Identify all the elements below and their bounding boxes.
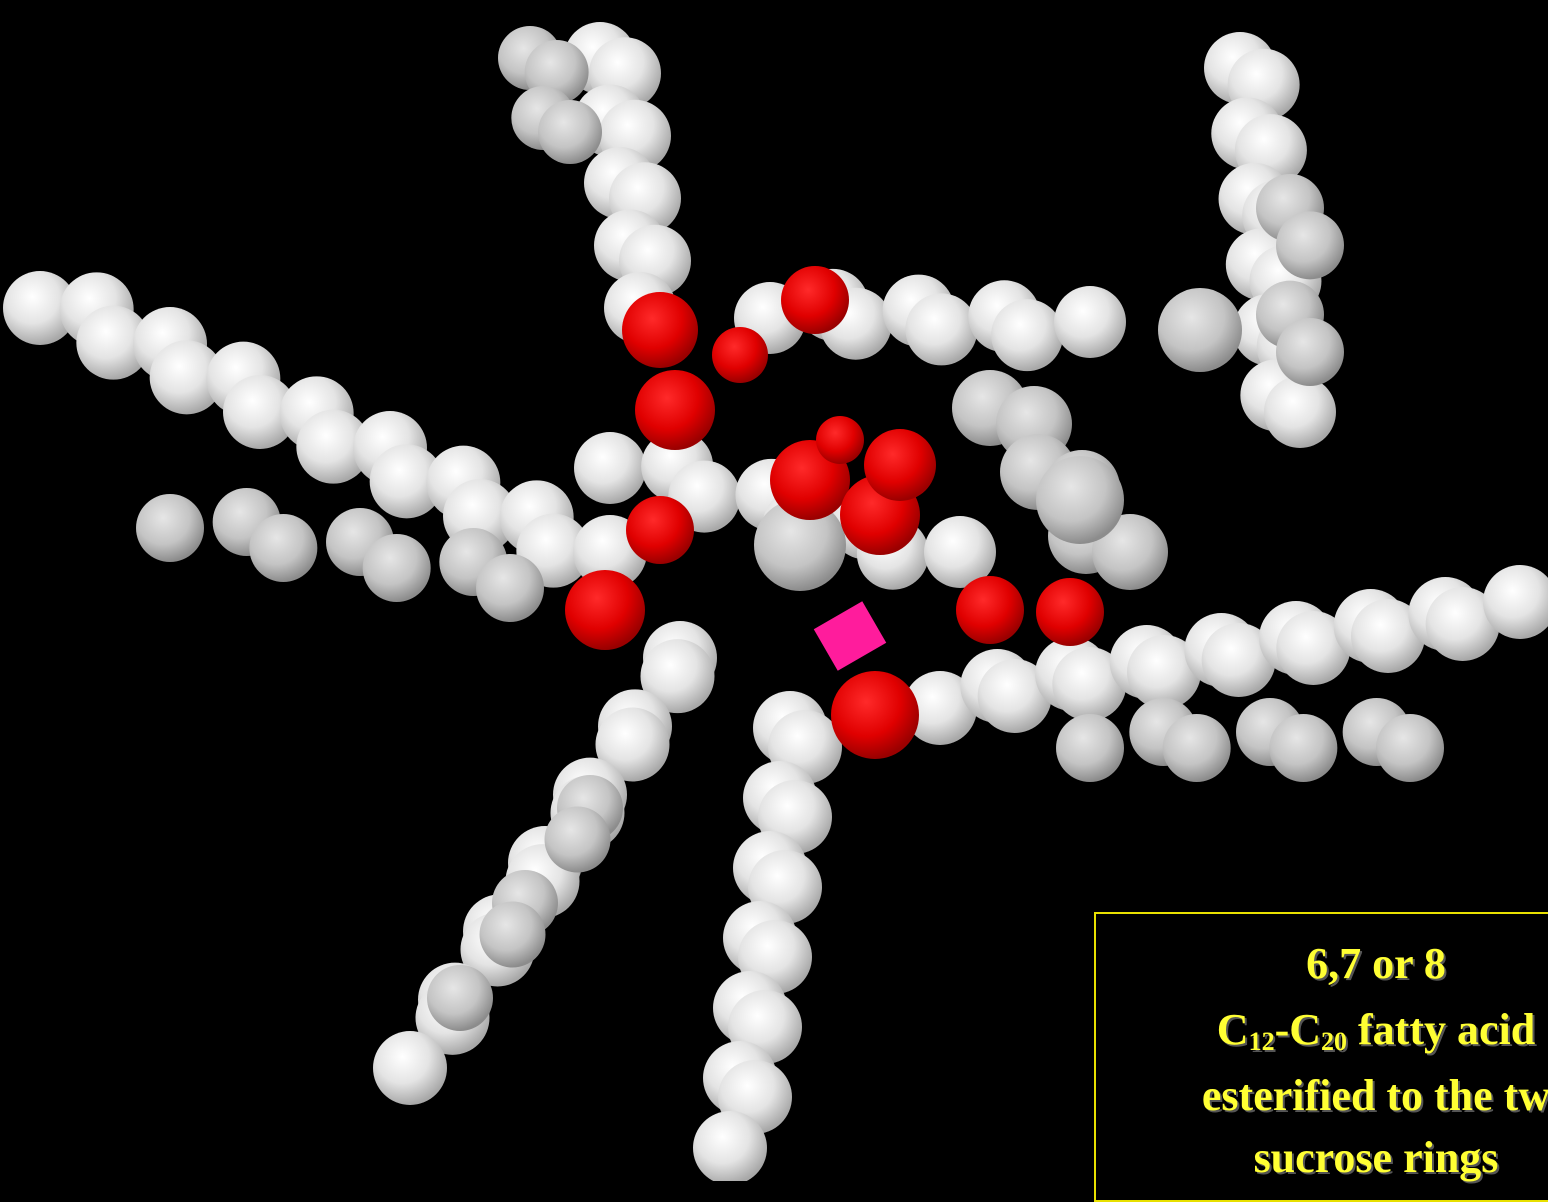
atom-sphere bbox=[223, 375, 297, 449]
atom-sphere bbox=[369, 444, 444, 519]
atom-sphere bbox=[1483, 565, 1548, 639]
atom-sphere bbox=[565, 570, 645, 650]
atom-sphere bbox=[816, 416, 864, 464]
atom-sphere bbox=[1376, 714, 1444, 782]
atom-sphere bbox=[991, 299, 1064, 372]
atom-sphere bbox=[373, 1031, 447, 1105]
atom-sphere bbox=[362, 534, 431, 602]
atom-sphere bbox=[640, 639, 715, 714]
atom-sphere bbox=[1264, 376, 1336, 448]
atom-sphere bbox=[1056, 714, 1124, 782]
caption-line-3: esterified to the tw bbox=[1201, 1071, 1548, 1120]
atom-sphere bbox=[1162, 714, 1231, 782]
atom-sphere bbox=[1351, 599, 1425, 673]
caption-sub-12: 12 bbox=[1248, 1027, 1275, 1056]
atom-sphere bbox=[1276, 611, 1351, 685]
atom-sphere bbox=[754, 499, 846, 591]
atom-sphere bbox=[693, 1111, 767, 1181]
caption-sub-20: 20 bbox=[1321, 1027, 1348, 1056]
atom-sphere bbox=[595, 707, 670, 782]
caption-fatty-acid: fatty acid bbox=[1347, 1005, 1536, 1054]
atom-sphere bbox=[76, 305, 151, 380]
atom-spheres bbox=[3, 22, 1548, 1181]
atom-sphere bbox=[427, 965, 493, 1031]
atom-sphere bbox=[544, 806, 611, 873]
atom-sphere bbox=[831, 671, 919, 759]
atom-sphere bbox=[296, 409, 371, 484]
atom-sphere bbox=[1092, 514, 1168, 590]
atom-sphere bbox=[1036, 456, 1124, 544]
atom-sphere bbox=[1052, 647, 1127, 721]
atom-sphere bbox=[1054, 286, 1126, 358]
atom-sphere bbox=[905, 293, 978, 366]
atom-sphere bbox=[3, 271, 77, 345]
atom-sphere bbox=[712, 327, 768, 383]
atom-sphere bbox=[635, 370, 715, 450]
atom-sphere bbox=[1276, 211, 1344, 280]
atom-sphere bbox=[1425, 587, 1500, 661]
atom-sphere bbox=[924, 516, 996, 588]
caption-box: 6,7 or 8 C12-C20 fatty acid esterified t… bbox=[1094, 912, 1548, 1202]
atom-sphere bbox=[136, 494, 204, 562]
atom-sphere bbox=[956, 576, 1024, 644]
atom-sphere bbox=[249, 514, 318, 582]
atom-sphere bbox=[1158, 288, 1242, 372]
atom-sphere bbox=[538, 100, 602, 164]
atom-sphere bbox=[476, 554, 544, 622]
atom-sphere bbox=[1201, 623, 1276, 697]
highlight-atom bbox=[813, 601, 887, 671]
caption-line-4: sucrose rings bbox=[1253, 1133, 1499, 1182]
atom-sphere bbox=[1036, 578, 1104, 646]
atom-sphere bbox=[1127, 635, 1201, 709]
caption-line-1: 6,7 or 8 bbox=[1306, 939, 1446, 988]
caption-c-label: C bbox=[1216, 1005, 1249, 1054]
atom-sphere bbox=[977, 659, 1052, 733]
atom-sphere bbox=[626, 496, 694, 564]
atom-sphere bbox=[622, 292, 698, 368]
atom-sphere bbox=[1276, 318, 1344, 386]
caption-line-2: C12-C20 fatty acid bbox=[1096, 1008, 1548, 1055]
atom-sphere bbox=[864, 429, 936, 501]
atom-sphere bbox=[479, 901, 546, 968]
atom-sphere bbox=[1269, 714, 1338, 782]
atom-sphere bbox=[903, 671, 977, 745]
atom-sphere bbox=[781, 266, 849, 334]
caption-dash-c: -C bbox=[1274, 1005, 1322, 1054]
atom-sphere bbox=[574, 432, 646, 504]
atom-sphere bbox=[149, 340, 224, 415]
